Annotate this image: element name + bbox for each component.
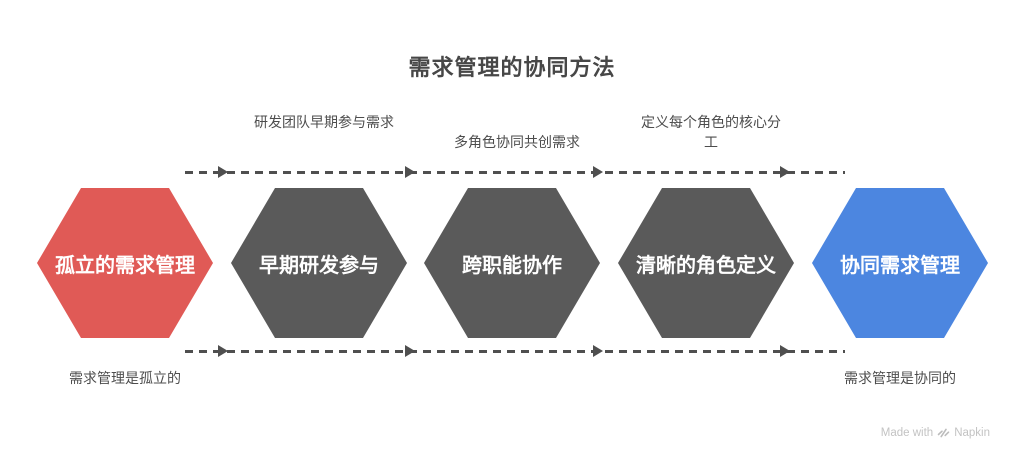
stage-label: 早期研发参与 xyxy=(259,254,379,277)
transition-label-cocreation: 多角色协同共创需求 xyxy=(454,134,580,150)
arrow-right-icon xyxy=(593,166,603,178)
footnote-collaborative: 需求管理是协同的 xyxy=(844,370,956,386)
stage-hexagon-cross-functional: 跨职能协作 xyxy=(424,188,600,338)
transition-label-early-involvement: 研发团队早期参与需求 xyxy=(254,114,394,130)
stage-label: 协同需求管理 xyxy=(840,254,960,277)
stage-hexagon-clear-roles: 清晰的角色定义 xyxy=(618,188,794,338)
top-dashed-line xyxy=(185,171,845,174)
stage-label: 清晰的角色定义 xyxy=(636,254,776,277)
napkin-logo-icon xyxy=(937,427,950,439)
arrow-right-icon xyxy=(218,345,228,357)
footnote-isolated: 需求管理是孤立的 xyxy=(69,370,181,386)
watermark-brand: Napkin xyxy=(954,427,990,439)
transition-label-role-division: 定义每个角色的核心分工 xyxy=(641,114,781,150)
stage-label: 孤立的需求管理 xyxy=(55,254,195,277)
arrow-right-icon xyxy=(780,345,790,357)
stage-label: 跨职能协作 xyxy=(462,254,562,277)
watermark-prefix: Made with xyxy=(880,427,934,439)
stage-hexagon-collaborative-requirements: 协同需求管理 xyxy=(812,188,988,338)
diagram-title: 需求管理的协同方法 xyxy=(408,55,616,80)
stage-hexagon-isolated-requirements: 孤立的需求管理 xyxy=(37,188,213,338)
watermark: Made with Napkin xyxy=(881,427,990,439)
arrow-right-icon xyxy=(405,166,415,178)
arrow-right-icon xyxy=(405,345,415,357)
arrow-right-icon xyxy=(780,166,790,178)
bottom-dashed-line xyxy=(185,350,845,353)
arrow-right-icon xyxy=(218,166,228,178)
arrow-right-icon xyxy=(593,345,603,357)
stage-hexagon-early-rd-involvement: 早期研发参与 xyxy=(231,188,407,338)
